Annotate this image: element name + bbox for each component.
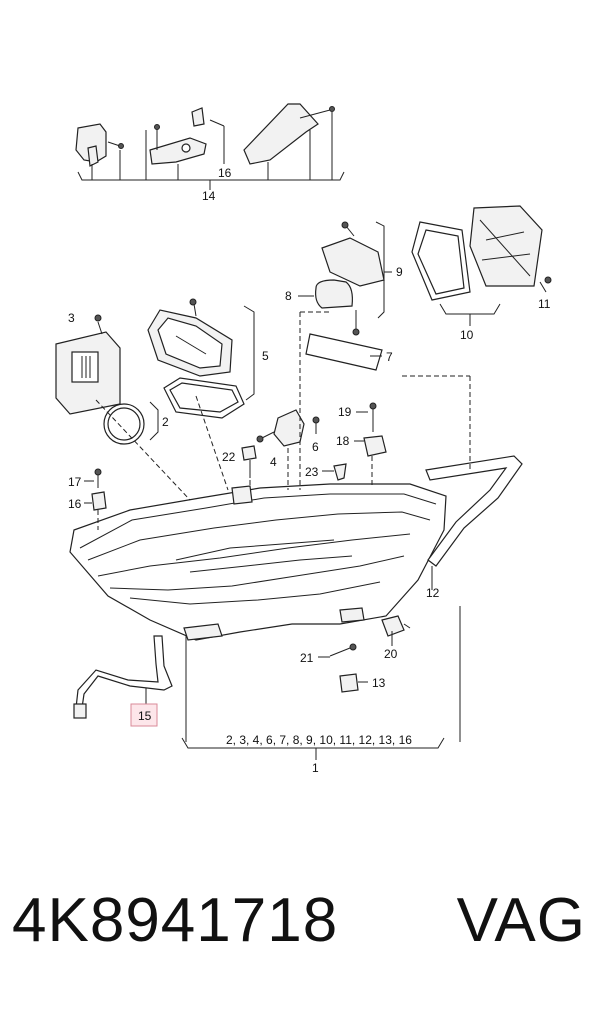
light-module-group-5 bbox=[147, 298, 255, 419]
callout-15: 15 bbox=[138, 709, 152, 723]
callout-8: 8 bbox=[285, 289, 292, 303]
callout-17: 17 bbox=[68, 475, 82, 489]
assembly-bracket-1 bbox=[181, 606, 461, 760]
seal-12 bbox=[425, 455, 523, 590]
callout-16-top: 16 bbox=[218, 166, 232, 180]
callout-19: 19 bbox=[338, 405, 352, 419]
callout-1: 1 bbox=[312, 761, 319, 775]
callout-2: 2 bbox=[162, 415, 169, 429]
brand-name: VAG bbox=[456, 886, 586, 955]
part-footer: 4K8941718 VAG bbox=[0, 885, 600, 985]
part-number: 4K8941718 bbox=[12, 886, 339, 955]
callout-15-highlight bbox=[130, 703, 158, 727]
wiring-harness-15 bbox=[73, 635, 173, 727]
callout-22: 22 bbox=[222, 450, 236, 464]
callout-4: 4 bbox=[270, 455, 277, 469]
callout-18: 18 bbox=[336, 434, 350, 448]
callout-5: 5 bbox=[262, 349, 269, 363]
callout-6: 6 bbox=[312, 440, 319, 454]
callout-16-left: 16 bbox=[68, 497, 82, 511]
fastener-group-19-18-23 bbox=[84, 402, 387, 511]
callout-20: 20 bbox=[384, 647, 398, 661]
headlight-exploded-diagram: 16 14 8 9 7 11 10 bbox=[55, 103, 552, 775]
callout-11: 11 bbox=[538, 297, 551, 311]
callout-21: 21 bbox=[300, 651, 314, 665]
callout-3: 3 bbox=[68, 311, 75, 325]
callout-7: 7 bbox=[386, 350, 393, 364]
headlight-housing bbox=[69, 483, 447, 641]
rear-cover-group-10-11 bbox=[411, 205, 552, 326]
callout-23: 23 bbox=[305, 465, 319, 479]
callout-9: 9 bbox=[396, 265, 403, 279]
guide-lines bbox=[95, 311, 471, 636]
control-unit-group-3-2 bbox=[55, 314, 159, 445]
callout-10: 10 bbox=[460, 328, 474, 342]
module-group-8-9-7 bbox=[298, 221, 392, 371]
bracket-group-14 bbox=[75, 103, 345, 190]
callout-12: 12 bbox=[426, 586, 440, 600]
fastener-group-21-20-13 bbox=[318, 632, 393, 693]
callout-14: 14 bbox=[202, 189, 216, 203]
callout-13: 13 bbox=[372, 676, 386, 690]
callout-group-1-list: 2, 3, 4, 6, 7, 8, 9, 10, 11, 12, 13, 16 bbox=[226, 733, 412, 747]
